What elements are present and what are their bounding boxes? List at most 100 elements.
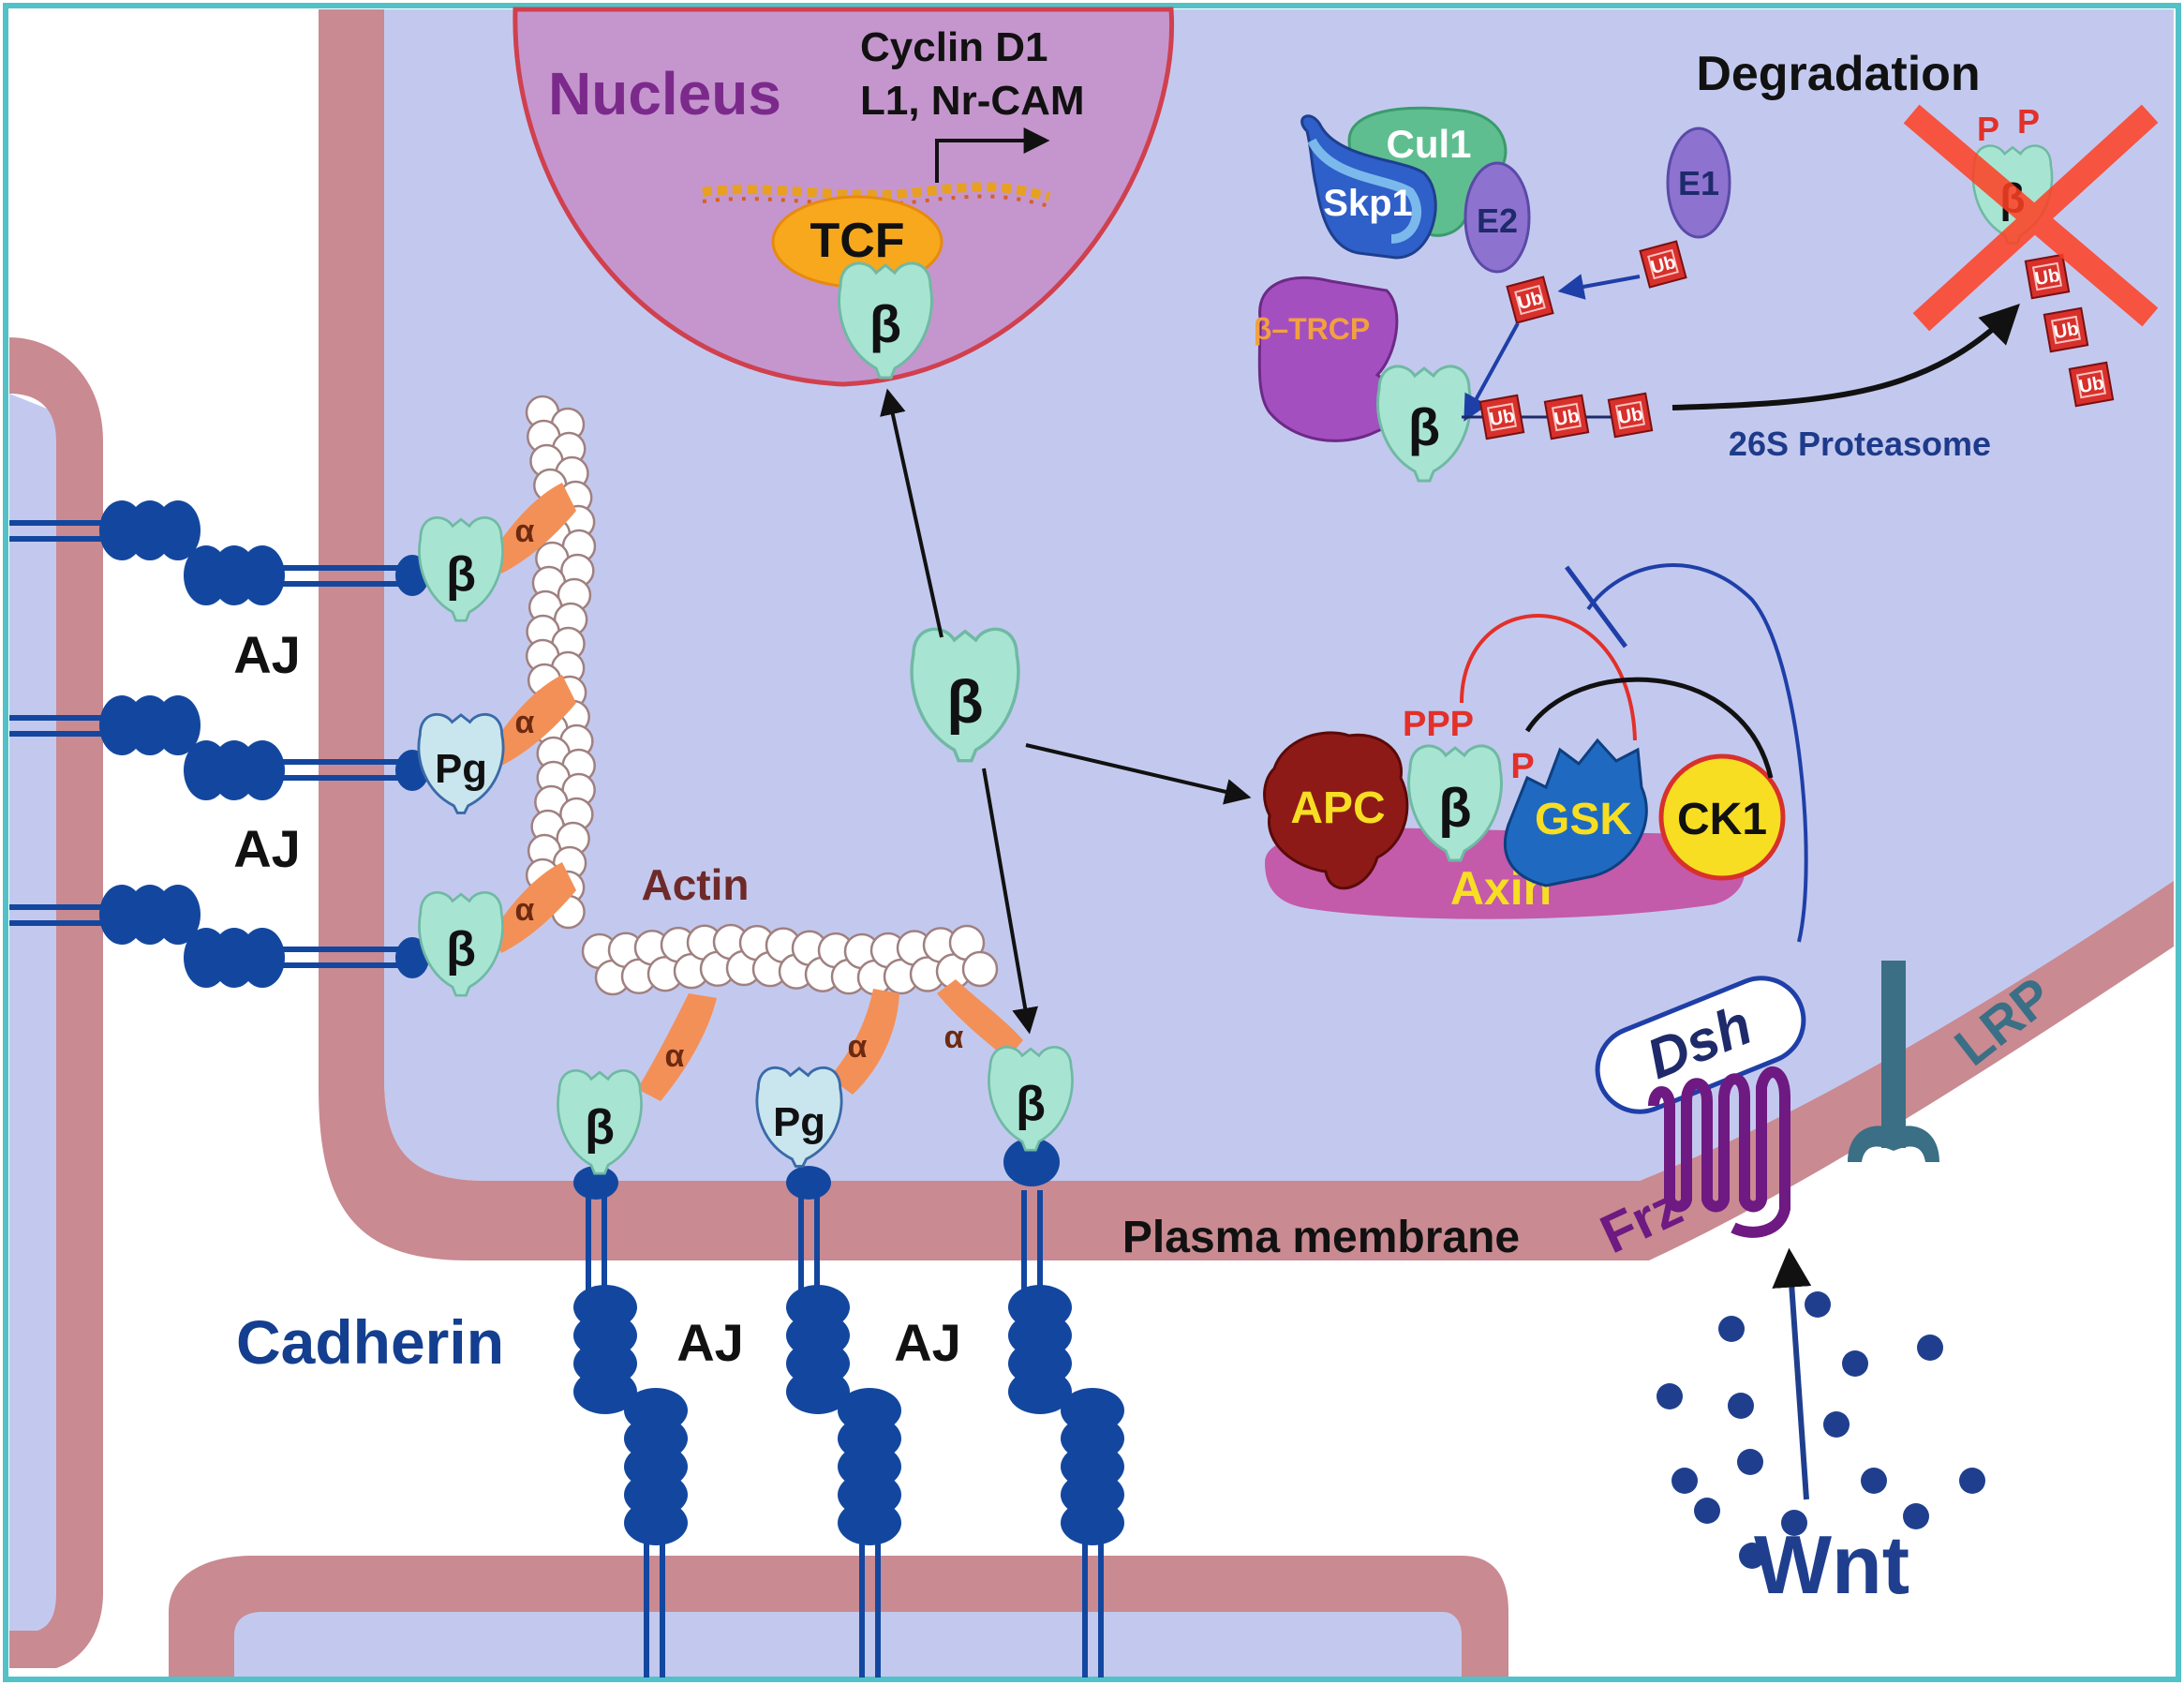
cadherin-bottom-3 (1003, 1138, 1124, 1678)
lrp-receptor (1848, 961, 1939, 1162)
aj-label-bottom-1: AJ (676, 1313, 744, 1372)
aj-label-left-2: AJ (233, 819, 301, 878)
svg-text:β: β (446, 547, 476, 602)
beta-catenin-destruction-complex: β (1407, 744, 1503, 862)
proteasome-label: 26S Proteasome (1729, 425, 1991, 463)
svg-text:β: β (1438, 778, 1471, 839)
beta-catenin-nuclear: β (838, 261, 933, 380)
svg-text:Ub: Ub (2077, 373, 2105, 397)
left-cell-membrane (9, 337, 103, 1668)
arrow-to-destruction-complex (1025, 743, 1252, 805)
cadherin-label: Cadherin (236, 1307, 504, 1377)
e2-enzyme (1463, 161, 1531, 274)
beta-catenin-left-1: β (418, 516, 504, 622)
svg-text:α: α (515, 514, 535, 549)
e1-label: E1 (1678, 164, 1719, 202)
gene-label-l1-nrcam: L1, Nr-CAM (860, 78, 1085, 124)
phospho-ppp: PPP (1403, 705, 1474, 744)
svg-text:β: β (946, 667, 983, 735)
skp1-protein (1300, 114, 1437, 260)
beta-catenin-bottom-1: β (557, 1069, 643, 1175)
svg-text:Ub: Ub (1553, 406, 1581, 430)
degradation-label: Degradation (1696, 47, 1980, 101)
beta-trcp-label: β–TRCP (1254, 312, 1370, 346)
alpha-catenin-left-3 (492, 862, 576, 953)
plakoglobin-left: Pg (417, 712, 505, 814)
gsk-label: GSK (1535, 795, 1632, 844)
alpha-catenin-bottom-3 (937, 979, 1023, 1059)
ubiquitin-e2: Ub (1506, 276, 1554, 324)
svg-text:α: α (944, 1020, 964, 1055)
cul1-label: Cul1 (1386, 122, 1471, 166)
arrow-to-nucleus (880, 388, 943, 638)
phospho-degraded-2: P (2017, 102, 2040, 141)
plasma-membrane-label: Plasma membrane (1122, 1213, 1520, 1262)
gsk-protein (1503, 738, 1648, 887)
alpha-catenin-bottom-2 (829, 989, 899, 1095)
transcription-arrow (935, 127, 1050, 183)
red-phosphorylation-arc (1460, 614, 1637, 741)
svg-text:α: α (515, 892, 535, 928)
ubiquitin-chain-2: Ub (1543, 394, 1590, 440)
aj-label-bottom-2: AJ (894, 1313, 961, 1372)
beta-catenin-bottom-2: β (988, 1046, 1074, 1152)
beta-catenin-cytoplasmic: β (910, 627, 1020, 763)
svg-text:Ub: Ub (2033, 265, 2061, 290)
ubiquitin-degraded-2: Ub (2043, 306, 2089, 353)
alpha-catenin-bottom-1 (637, 993, 717, 1101)
alpha-catenin-left-1 (492, 483, 576, 574)
dna-strand (702, 182, 1051, 208)
ubiquitin-degraded-1: Ub (2024, 253, 2071, 300)
cadherin-left-1 (9, 500, 429, 605)
ubiquitin-chain-3: Ub (1607, 392, 1654, 439)
apc-protein (1263, 731, 1409, 890)
svg-text:Ub: Ub (2052, 319, 2080, 343)
wnt-binding-arrow (1772, 1247, 1812, 1500)
ubiquitin-e1: Ub (1639, 240, 1687, 289)
dsh-inhibition-bar (1564, 565, 1628, 649)
tcf-label: TCF (810, 214, 904, 268)
beta-catenin-left-2: β (418, 891, 504, 997)
bottom-cell-cytoplasm (234, 1612, 1462, 1678)
cadherin-left-2 (9, 695, 429, 800)
svg-text:β: β (869, 294, 901, 353)
skp1-label: Skp1 (1323, 183, 1413, 224)
wnt-label: Wnt (1754, 1518, 1909, 1611)
left-cell-cytoplasm (9, 394, 56, 1649)
dsh-inhibition-line (1586, 563, 1808, 943)
cadherin-bottom-2 (786, 1166, 901, 1678)
svg-text:Pg: Pg (435, 746, 487, 792)
svg-text:Pg: Pg (773, 1099, 825, 1145)
apc-label: APC (1290, 783, 1385, 833)
proteasome-arrow (1671, 304, 2020, 410)
svg-text:α: α (515, 705, 535, 740)
nucleus-label: Nucleus (548, 60, 781, 127)
ck1-label: CK1 (1677, 795, 1767, 844)
ub-transfer-arrow-2 (1463, 322, 1520, 422)
e2-label: E2 (1477, 201, 1518, 240)
wnt-ligand-dots (1657, 1291, 1985, 1569)
svg-text:α: α (665, 1038, 685, 1074)
cadherin-bottom-1 (573, 1166, 688, 1678)
svg-text:Ub: Ub (1616, 404, 1644, 428)
ck1-protein (1658, 753, 1786, 881)
svg-text:β: β (446, 922, 476, 977)
svg-text:β: β (585, 1100, 615, 1155)
image-frame (3, 3, 2181, 1682)
alpha-catenin-left-2 (492, 675, 576, 766)
black-phosphorylation-arc (1524, 677, 1774, 779)
beta-catenin-degradation: β (1376, 365, 1472, 483)
actin-label: Actin (642, 860, 750, 909)
phospho-p: P (1510, 747, 1534, 786)
frizzled-receptor (1648, 1066, 1790, 1238)
cadherin-left-3 (9, 885, 429, 988)
ub-transfer-arrow-1 (1557, 274, 1641, 300)
svg-text:α: α (848, 1029, 868, 1065)
aj-label-left-1: AJ (233, 625, 301, 684)
gene-label-cyclin: Cyclin D1 (860, 24, 1048, 70)
plakoglobin-bottom: Pg (755, 1066, 843, 1168)
e1-enzyme (1666, 127, 1731, 239)
ubiquitin-degraded-3: Ub (2068, 361, 2115, 408)
